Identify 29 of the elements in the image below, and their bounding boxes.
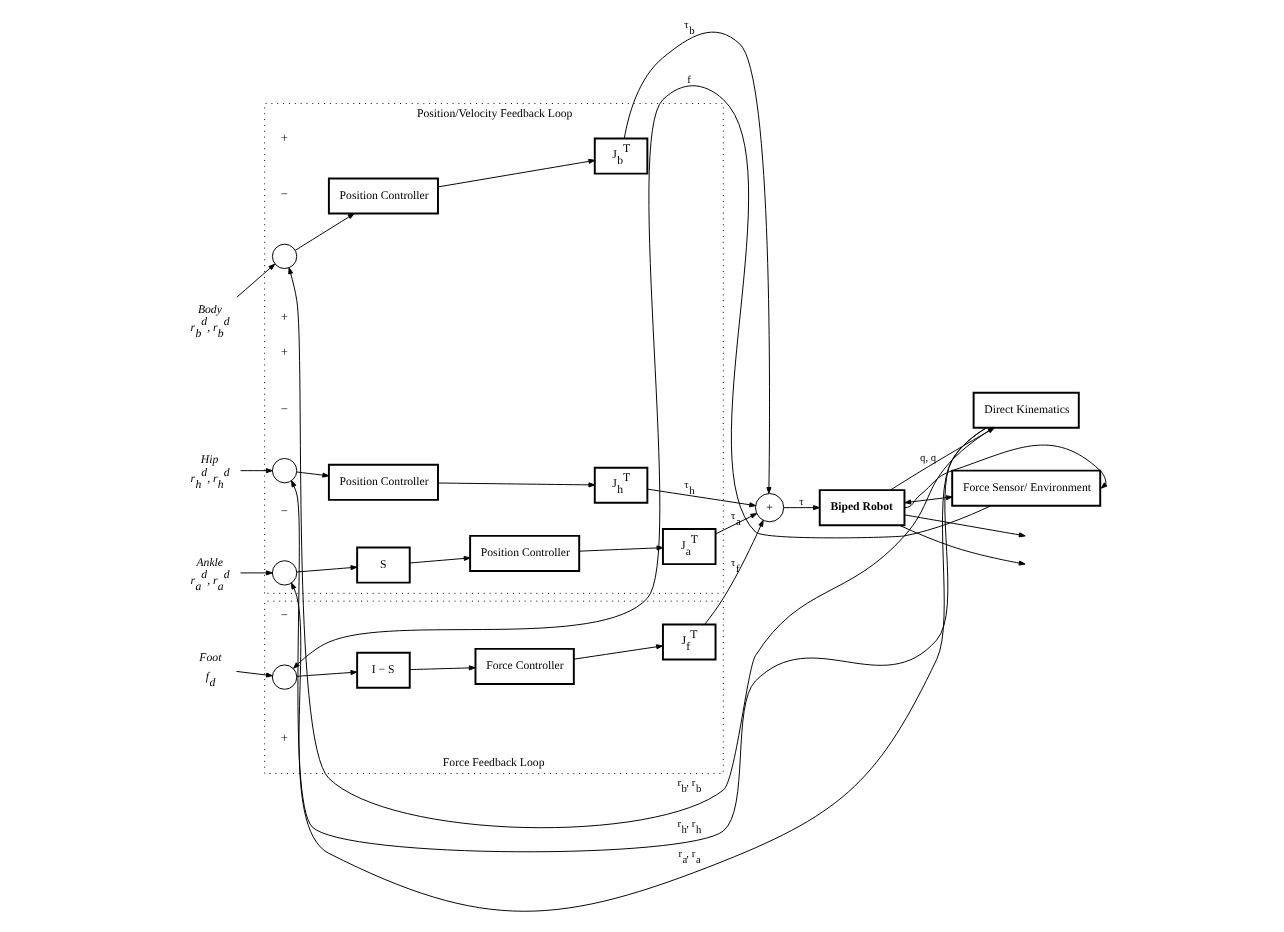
arrow	[287, 267, 993, 828]
arrow	[622, 31, 771, 494]
arrow	[292, 85, 991, 669]
arrow	[295, 471, 329, 478]
arrow	[577, 545, 663, 552]
arrow	[295, 565, 357, 573]
arrow	[903, 495, 952, 505]
arrow	[782, 505, 819, 511]
arrow	[703, 519, 763, 625]
arrow	[234, 670, 272, 678]
arrow	[897, 524, 1025, 566]
arrow	[235, 263, 275, 298]
arrow	[239, 570, 272, 576]
arrow	[646, 488, 756, 508]
arrow	[572, 644, 662, 660]
arrow	[436, 158, 595, 188]
arrow	[239, 468, 272, 474]
arrow	[889, 427, 994, 491]
arrow	[408, 665, 475, 671]
arrow	[295, 670, 357, 677]
arrow	[714, 513, 757, 535]
arrow	[293, 213, 354, 251]
node-circle	[270, 560, 297, 586]
arrow	[408, 555, 470, 564]
arrow	[903, 444, 1107, 509]
node-circle	[270, 243, 297, 270]
arrow	[903, 514, 1025, 538]
node-circle	[270, 458, 297, 484]
arrow	[436, 482, 595, 488]
